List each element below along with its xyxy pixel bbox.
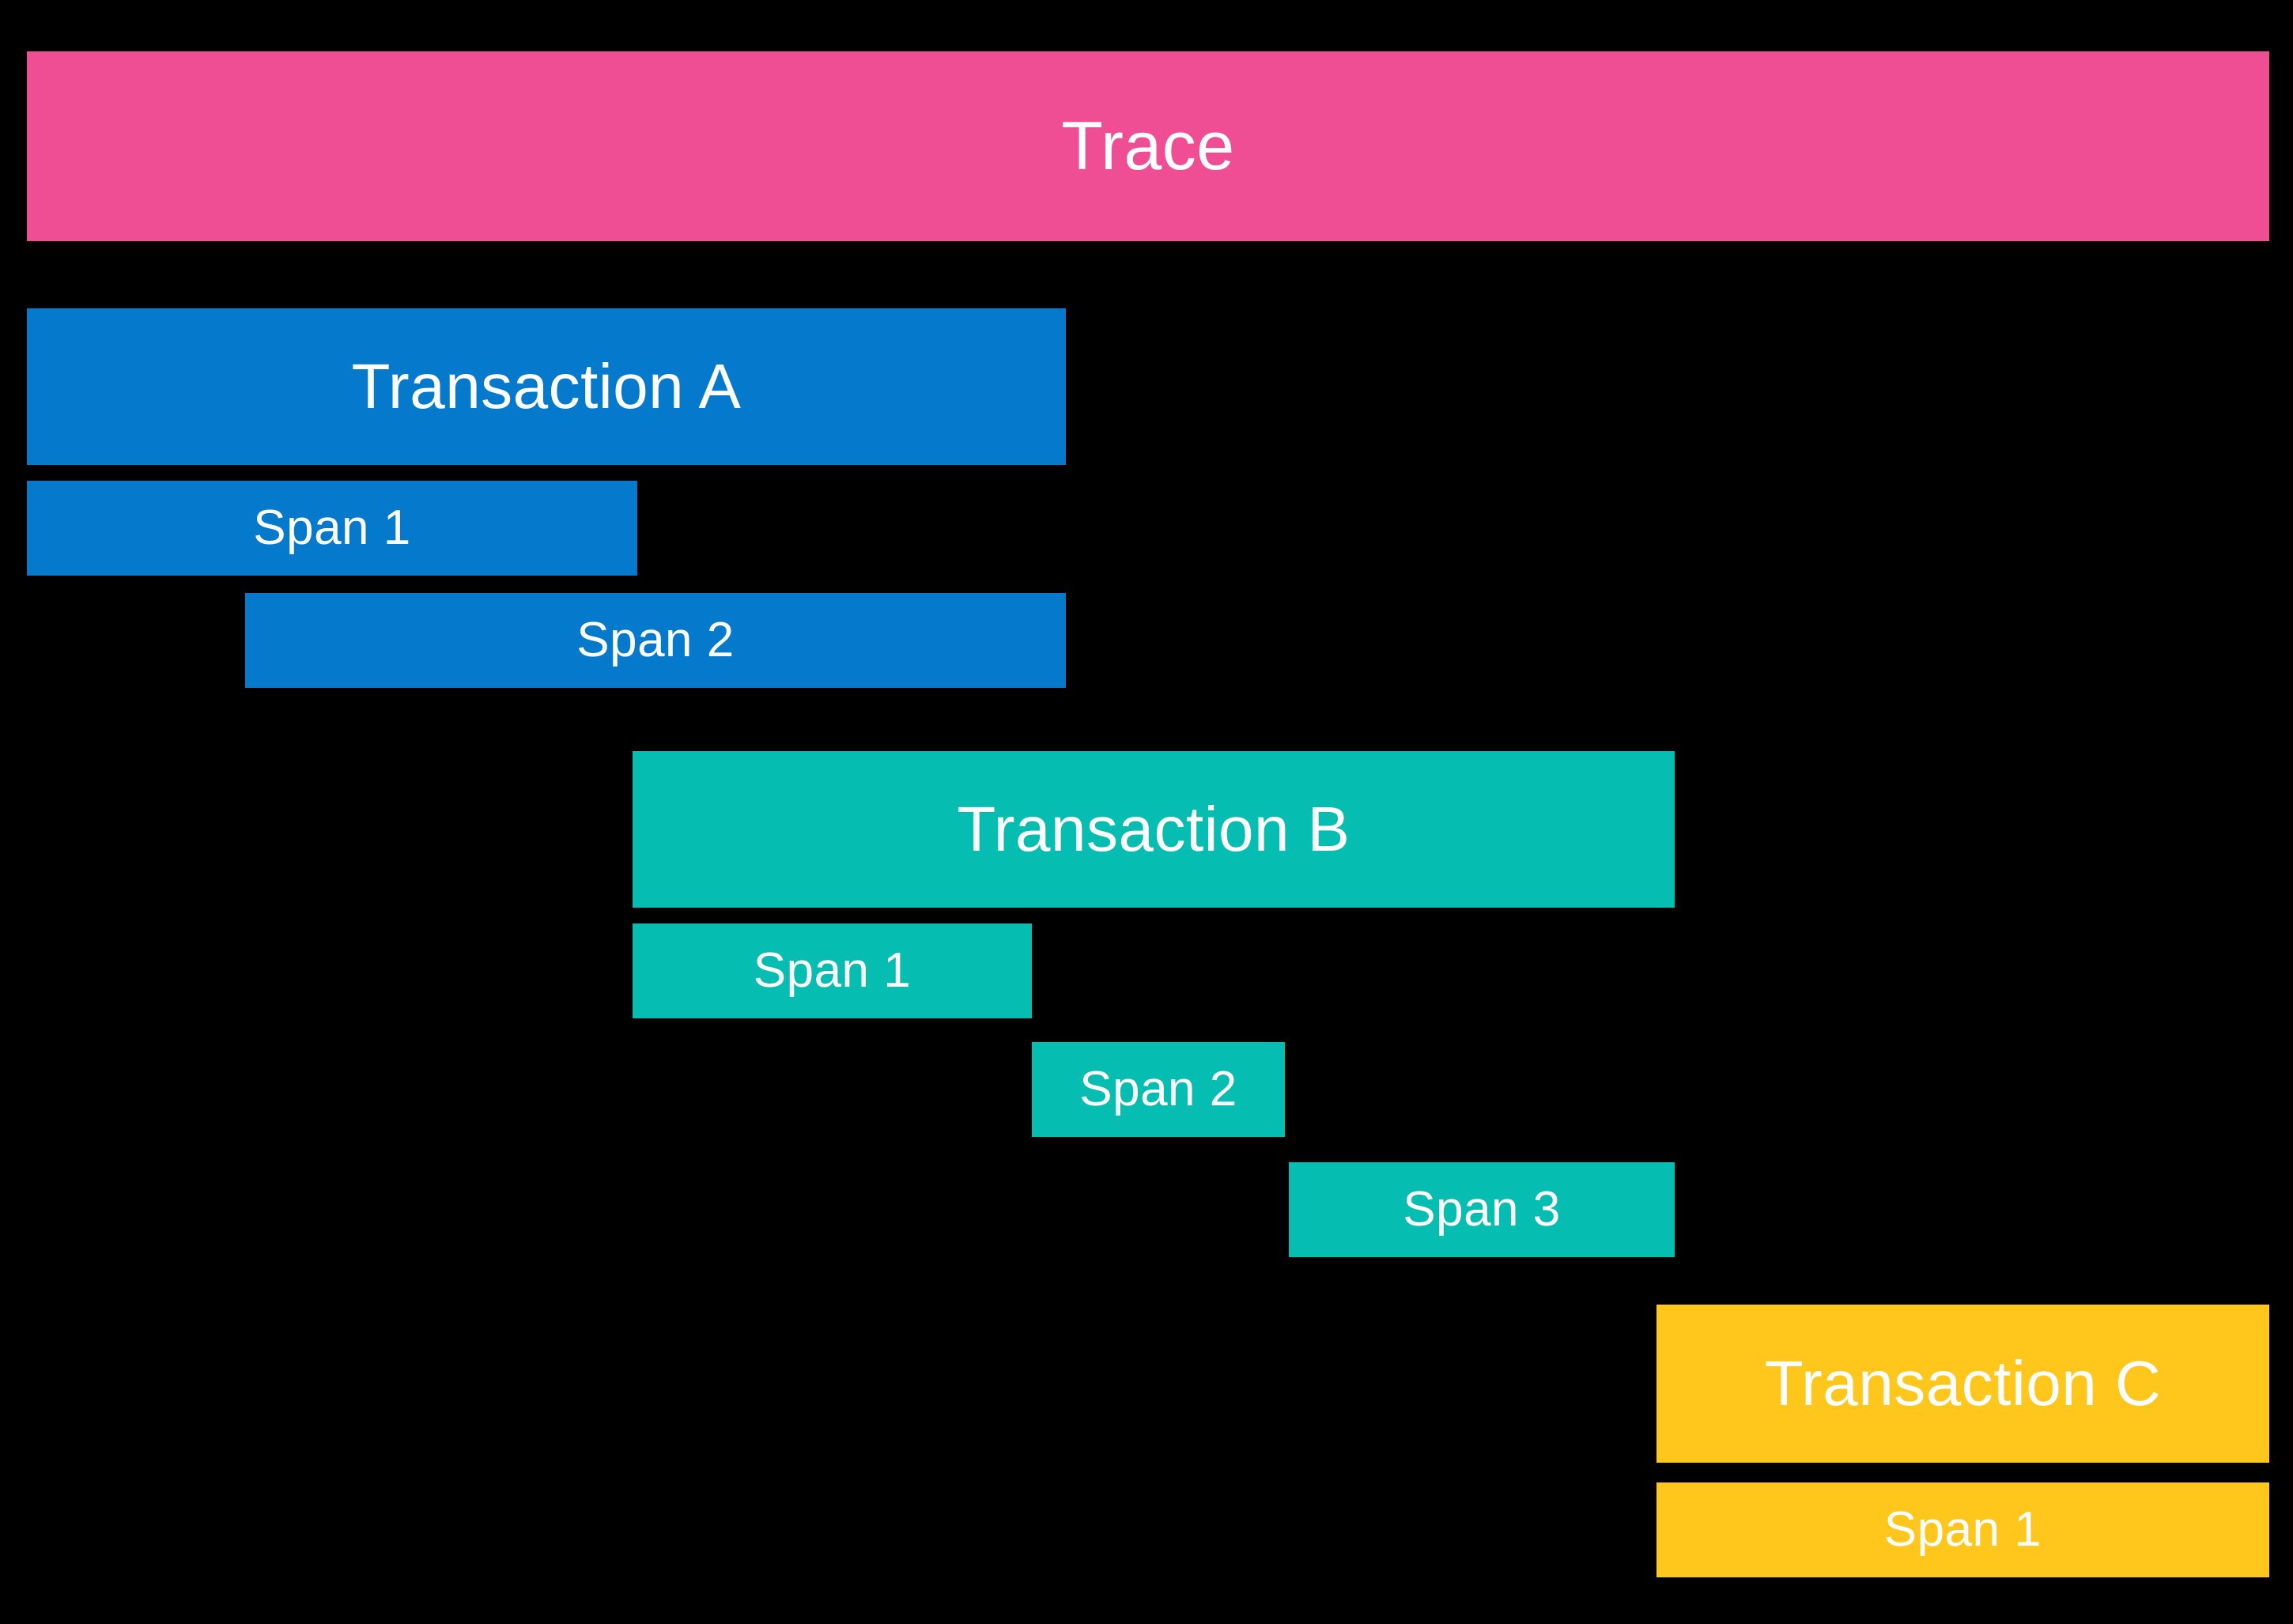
bar-label-transaction-c: Transaction C [1764, 1348, 2162, 1418]
bar-label-transaction-a-span-1: Span 1 [253, 500, 411, 555]
bar-label-transaction-b-span-1: Span 1 [753, 943, 912, 998]
bar-label-transaction-b-span-2: Span 2 [1079, 1062, 1237, 1116]
bar-trace[interactable]: Trace [27, 51, 2269, 241]
bar-label-transaction-b: Transaction B [957, 794, 1350, 864]
bar-transaction-c-span-1[interactable]: Span 1 [1656, 1482, 2269, 1577]
bar-transaction-c[interactable]: Transaction C [1656, 1305, 2269, 1463]
bar-label-transaction-c-span-1: Span 1 [1883, 1502, 2042, 1557]
bar-transaction-b-span-3[interactable]: Span 3 [1289, 1162, 1675, 1257]
bar-transaction-b-span-1[interactable]: Span 1 [633, 923, 1032, 1018]
bar-transaction-b[interactable]: Transaction B [633, 751, 1675, 908]
bar-transaction-a[interactable]: Transaction A [27, 308, 1066, 465]
bar-transaction-b-span-2[interactable]: Span 2 [1032, 1042, 1285, 1137]
bar-label-transaction-a: Transaction A [351, 351, 742, 421]
bar-label-trace: Trace [1061, 108, 1235, 184]
bar-label-transaction-a-span-2: Span 2 [576, 613, 735, 667]
bar-transaction-a-span-1[interactable]: Span 1 [27, 481, 637, 576]
bar-label-transaction-b-span-3: Span 3 [1403, 1182, 1561, 1237]
bar-transaction-a-span-2[interactable]: Span 2 [245, 593, 1066, 688]
